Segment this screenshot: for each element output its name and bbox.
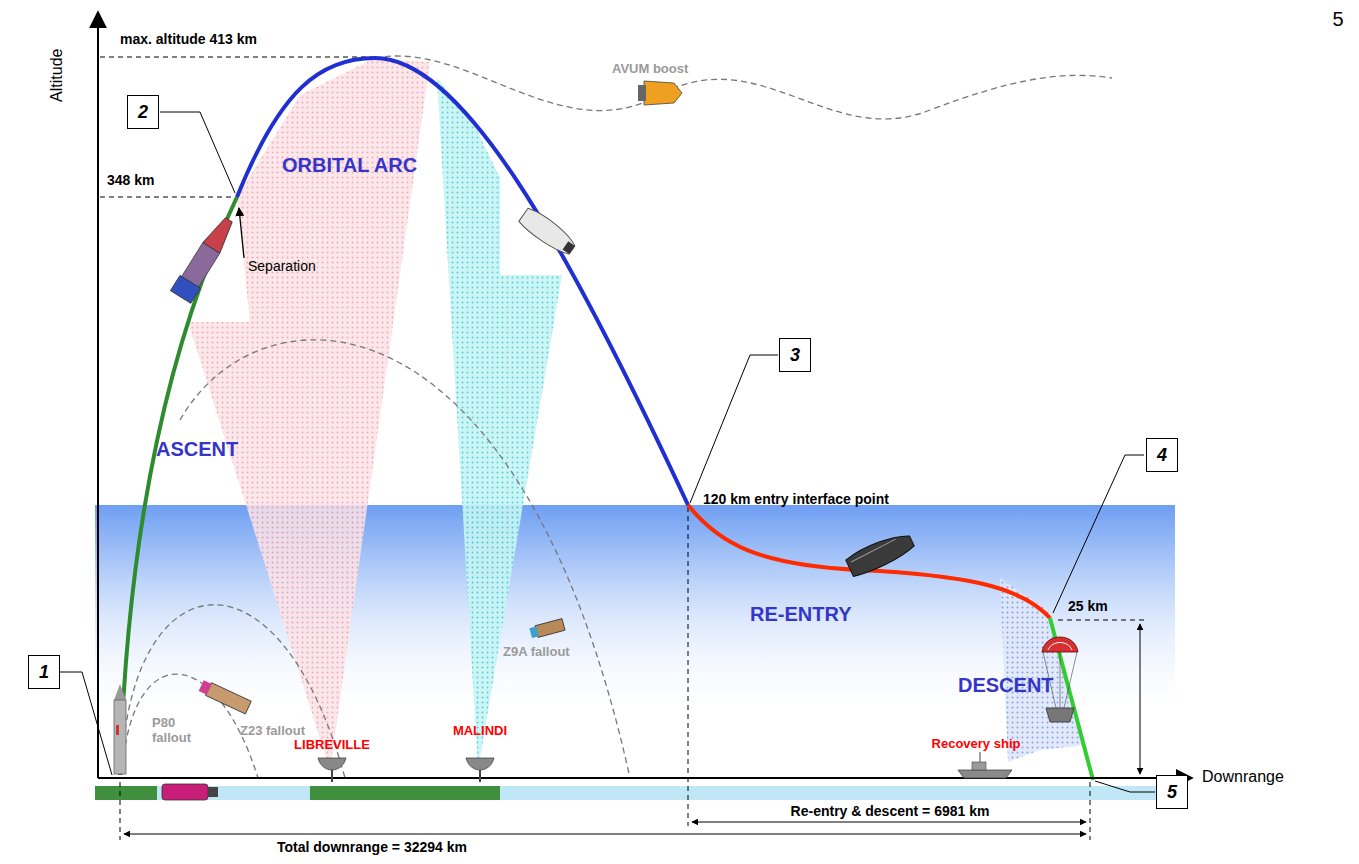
phase-label: RE-ENTRY	[750, 603, 851, 626]
ground-strip	[95, 786, 1175, 800]
fallout-label: Z9A fallout	[503, 645, 570, 660]
z9a-debris	[529, 619, 565, 639]
fallout-arcs	[122, 56, 1112, 778]
callout-number: 3	[779, 338, 811, 372]
phase-label: ASCENT	[156, 438, 238, 461]
libreville-coverage	[188, 58, 430, 770]
libreville-antenna	[318, 758, 346, 782]
dimension-arrows	[124, 624, 1140, 834]
page-number: 5	[1332, 8, 1343, 31]
malindi-antenna	[466, 758, 494, 782]
axis-title: Downrange	[1202, 768, 1284, 786]
orbital-arc-path	[237, 58, 688, 505]
callout-number: 3	[790, 345, 800, 366]
phase-label: DESCENT	[958, 674, 1054, 697]
stage-label: AVUM boost	[612, 62, 688, 77]
callout-number: 4	[1157, 445, 1167, 466]
station-label: MALINDI	[453, 724, 507, 739]
separation-pointer	[239, 208, 244, 258]
launcher	[114, 684, 126, 774]
dimension-label: Total downrange = 32294 km	[277, 839, 467, 855]
callout-number: 1	[28, 655, 60, 689]
fallout-label: P80 fallout	[152, 716, 198, 746]
callout-number: 2	[127, 95, 159, 129]
callout-leaders	[59, 112, 1155, 792]
p80-debris	[162, 784, 218, 800]
event-label: Separation	[248, 258, 316, 274]
recovery-ship	[958, 752, 1012, 778]
reentry-path	[688, 505, 1050, 618]
dimension-guides	[100, 57, 1148, 840]
callout-number: 4	[1146, 438, 1178, 472]
downrange-axis	[98, 777, 1192, 779]
callout-number: 1	[39, 662, 49, 683]
fallout-label: Z23 fallout	[240, 724, 305, 739]
callout-number: 2	[138, 102, 148, 123]
altitude-note: 348 km	[107, 172, 154, 188]
malindi-coverage	[437, 78, 562, 770]
altitude-axis	[97, 12, 99, 778]
callout-number: 5	[1156, 775, 1188, 809]
callout-number: 5	[1167, 782, 1177, 803]
dimension-label: Re-entry & descent = 6981 km	[791, 803, 990, 819]
station-label: LIBREVILLE	[294, 738, 370, 753]
altitude-note: 120 km entry interface point	[703, 491, 889, 507]
upper-stage	[170, 213, 239, 303]
altitude-note: max. altitude 413 km	[120, 31, 257, 47]
avum-stage	[638, 81, 682, 105]
z23-debris	[198, 679, 251, 714]
phase-label: ORBITAL ARC	[282, 154, 417, 177]
reentry-vehicle	[845, 529, 917, 579]
axis-title: Altitude	[49, 48, 67, 101]
altitude-note: 25 km	[1068, 598, 1108, 614]
ixv-vehicle	[517, 206, 579, 258]
station-label: Recovery ship	[932, 737, 1021, 752]
